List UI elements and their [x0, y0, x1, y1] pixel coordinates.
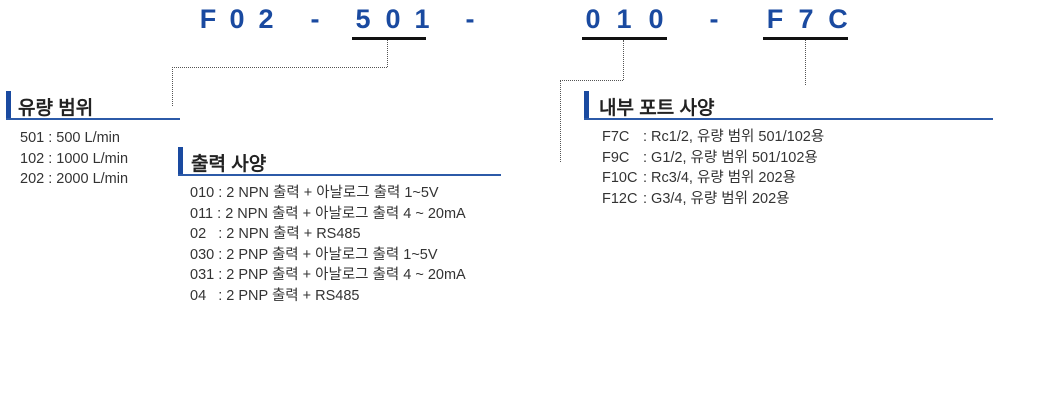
- port-code: F12C: [602, 190, 638, 207]
- port-desc: : G1/2, 유량 범위 501/102용: [643, 149, 818, 166]
- section-title: 유량 범위: [18, 98, 94, 119]
- section-rule: [6, 118, 180, 120]
- port-spec-list: F7C : Rc1/2, 유량 범위 501/102용 F9C : G1/2, 유량…: [602, 127, 824, 209]
- list-item: 030 : 2 PNP 출력 + 아날로그 출력 1~5V: [190, 246, 438, 263]
- list-item: F7C : Rc1/2, 유량 범위 501/102용: [602, 127, 824, 148]
- port-desc: : Rc3/4, 유량 범위 202용: [643, 170, 796, 186]
- code-char: 0: [385, 4, 401, 34]
- code-char: F: [766, 4, 784, 34]
- code-char: 7: [798, 4, 814, 34]
- flow-range-list: 501 : 500 L/min 102 : 1000 L/min 202 : 2…: [20, 128, 128, 190]
- list-item: F10C : Rc3/4, 유량 범위 202용: [602, 168, 824, 189]
- section-rule: [584, 118, 993, 120]
- list-item: 202 : 2000 L/min: [20, 171, 129, 187]
- section-title: 출력 사양: [191, 154, 267, 175]
- connector-line: [560, 80, 623, 81]
- list-item: 02 : 2 NPN 출력 + RS485: [190, 226, 361, 242]
- segment-underline: [763, 37, 848, 40]
- code-char: 1: [414, 4, 430, 34]
- section-title: 내부 포트 사양: [599, 98, 715, 119]
- segment-underline: [582, 37, 667, 40]
- list-item: 031 : 2 PNP 출력 + 아날로그 출력 4 ~ 20mA: [190, 267, 466, 283]
- connector-line: [172, 67, 173, 106]
- connector-line: [560, 80, 561, 162]
- port-code: F7C: [602, 129, 630, 145]
- code-char: 5: [355, 4, 371, 34]
- code-char: 0: [229, 4, 245, 34]
- output-spec-list: 010 : 2 NPN 출력 + 아날로그 출력 1~5V 011 : 2 NP…: [190, 183, 466, 306]
- list-item: F9C : G1/2, 유량 범위 501/102용: [602, 148, 824, 169]
- code-char: 1: [616, 4, 632, 34]
- port-code: F10C: [602, 170, 638, 186]
- list-item: 010 : 2 NPN 출력 + 아날로그 출력 1~5V: [190, 185, 439, 201]
- section-marker: [178, 147, 183, 175]
- section-rule: [178, 174, 501, 176]
- list-item: 04 : 2 PNP 출력 + RS485: [190, 287, 360, 304]
- port-desc: : G3/4, 유량 범위 202용: [643, 190, 790, 207]
- list-item: 102 : 1000 L/min: [20, 150, 129, 167]
- section-marker: [6, 91, 11, 119]
- connector-line: [623, 40, 624, 80]
- connector-line: [805, 40, 806, 85]
- port-code: F9C: [602, 149, 630, 166]
- code-separator: -: [709, 4, 719, 34]
- section-marker: [584, 91, 589, 119]
- connector-line: [172, 67, 387, 68]
- code-separator: -: [310, 4, 320, 34]
- list-item: 011 : 2 NPN 출력 + 아날로그 출력 4 ~ 20mA: [190, 205, 466, 222]
- connector-line: [387, 40, 388, 67]
- list-item: 501 : 500 L/min: [20, 130, 120, 146]
- code-char: 2: [258, 4, 274, 34]
- code-char: 0: [648, 4, 664, 34]
- code-char: F: [199, 4, 217, 34]
- code-char: 0: [585, 4, 601, 34]
- segment-underline: [352, 37, 426, 40]
- code-separator: -: [465, 4, 475, 34]
- code-char: C: [828, 4, 848, 34]
- port-desc: : Rc1/2, 유량 범위 501/102용: [643, 129, 825, 145]
- list-item: F12C : G3/4, 유량 범위 202용: [602, 189, 824, 210]
